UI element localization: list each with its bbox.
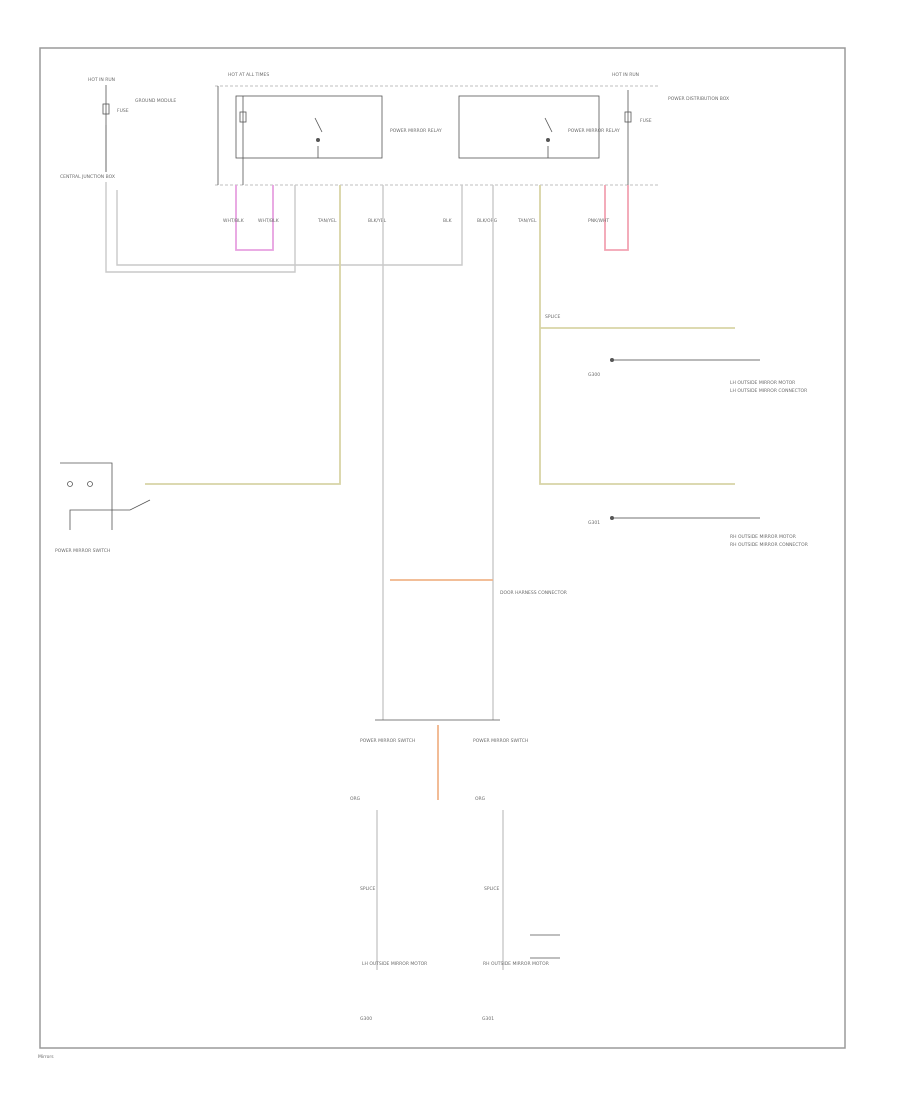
relay-left-contact-dot bbox=[316, 138, 320, 142]
lower-label-left: POWER MIRROR SWITCH bbox=[360, 738, 415, 744]
fuse-right-label: FUSE bbox=[640, 118, 652, 124]
wire-code-10: ORG bbox=[475, 796, 486, 802]
rh-mirror-conn-label: RH OUTSIDE MIRROR CONNECTOR bbox=[730, 542, 808, 548]
rh-mirror-bottom: RH OUTSIDE MIRROR MOTOR bbox=[483, 961, 549, 967]
switch-contact bbox=[69, 499, 151, 530]
wire-code-7: TAN/YEL bbox=[517, 218, 537, 224]
switch-terminal-1 bbox=[67, 481, 73, 487]
yellow-wire-left bbox=[145, 185, 341, 485]
ground-left-label: G300 bbox=[588, 372, 600, 378]
hot-at-all-times-label: HOT AT ALL TIMES bbox=[228, 72, 269, 78]
ground-right-label: G301 bbox=[588, 520, 600, 526]
power-dist-box-label: POWER DISTRIBUTION BOX bbox=[668, 96, 729, 102]
lh-mirror-bottom: LH OUTSIDE MIRROR MOTOR bbox=[362, 961, 427, 967]
relay-right-contact bbox=[544, 117, 553, 158]
wire-code-3: TAN/YEL bbox=[317, 218, 337, 224]
fuse-left-label: FUSE bbox=[117, 108, 129, 114]
wire-code-2: WHT/BLK bbox=[258, 218, 280, 224]
relay-right-contact-dot bbox=[546, 138, 550, 142]
yellow-wire-right bbox=[539, 185, 735, 485]
splice-right: SPLICE bbox=[484, 886, 500, 892]
pink-wire-loop-right bbox=[604, 185, 629, 251]
switch-terminal-2 bbox=[87, 481, 93, 487]
hot-run-left-label: HOT IN RUN bbox=[88, 77, 115, 83]
wire-code-9: ORG bbox=[350, 796, 361, 802]
mirror-switch-label: POWER MIRROR SWITCH bbox=[55, 548, 110, 554]
relay-right-label: POWER MIRROR RELAY bbox=[568, 128, 620, 134]
splice-label: SPLICE bbox=[545, 314, 561, 320]
wire-code-1: WHT/BLK bbox=[223, 218, 245, 224]
rh-mirror-label: RH OUTSIDE MIRROR MOTOR bbox=[730, 534, 796, 540]
mirror-switch-body bbox=[60, 462, 113, 530]
wire-code-8: PNK/WHT bbox=[588, 218, 609, 224]
gray-return-right bbox=[116, 185, 463, 266]
splice-left: SPLICE bbox=[360, 886, 376, 892]
wire-code-6: BLK/ORG bbox=[477, 218, 498, 224]
fuse-right-symbol bbox=[624, 111, 632, 123]
ground-bottom-left: G300 bbox=[360, 1016, 372, 1022]
relay-left-box bbox=[235, 95, 383, 159]
ground-mod-label: GROUND MODULE bbox=[135, 98, 176, 104]
footer-label: Mirrors bbox=[38, 1054, 54, 1060]
hot-run-right-label: HOT IN RUN bbox=[612, 72, 639, 78]
pink-wire-loop-left bbox=[235, 185, 274, 251]
right-stubs bbox=[530, 934, 560, 959]
junction-box-label: CENTRAL JUNCTION BOX bbox=[60, 174, 115, 180]
lower-label-right: POWER MIRROR SWITCH bbox=[473, 738, 528, 744]
relay-right-box bbox=[458, 95, 600, 159]
fuse-relay-left bbox=[239, 111, 247, 123]
lh-mirror-conn-label: LH OUTSIDE MIRROR CONNECTOR bbox=[730, 388, 807, 394]
gray-return-left bbox=[105, 182, 296, 273]
lh-mirror-terminal bbox=[610, 358, 614, 362]
relay-left-contact bbox=[314, 117, 323, 158]
relay-left-label: POWER MIRROR RELAY bbox=[390, 128, 442, 134]
wire-code-4: BLK/YEL bbox=[368, 218, 387, 224]
ground-bottom-right: G301 bbox=[482, 1016, 494, 1022]
rh-mirror-terminal bbox=[610, 516, 614, 520]
door-harness-label: DOOR HARNESS CONNECTOR bbox=[500, 590, 567, 596]
lh-mirror-label: LH OUTSIDE MIRROR MOTOR bbox=[730, 380, 795, 386]
wire-code-5: BLK bbox=[443, 218, 453, 224]
fuse-left-symbol bbox=[102, 103, 110, 115]
diagram-frame bbox=[39, 47, 846, 1049]
